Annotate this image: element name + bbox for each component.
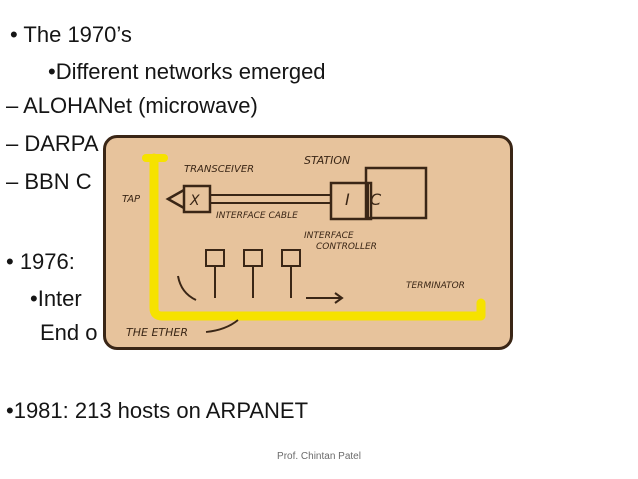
ethernet-sketch: STATION TRANSCEIVER TAP X INTERFACE CABL… [122,153,486,339]
label-interface-cable: INTERFACE CABLE [216,211,298,221]
tap-arrow [165,188,185,210]
item-bbn: – BBN C [6,169,92,194]
subbullet-inter: •Inter [30,286,82,311]
interface-controller-box [329,181,373,221]
ethernet-diagram: STATION TRANSCEIVER TAP X INTERFACE CABL… [103,135,513,350]
label-terminator: TERMINATOR [406,281,465,291]
station-box [364,166,428,220]
label-i: I [345,190,350,209]
bullet-1970s: • The 1970’s [10,22,132,47]
ether-pointer-arrow [205,319,239,333]
signal-arrow-right-head [334,292,344,304]
bullet-1976: • 1976: [6,249,75,274]
subbullet-networks-emerged: •Different networks emerged [48,59,326,84]
label-tap: TAP [122,194,141,205]
item-alohanet: – ALOHANet (microwave) [6,93,258,118]
label-transceiver: TRANSCEIVER [184,164,254,175]
label-the-ether: THE ETHER [126,326,188,339]
label-interface-controller-2: CONTROLLER [316,242,377,252]
small-station-3 [281,249,301,267]
ether-cable [149,153,486,321]
label-interface-controller-1: INTERFACE [304,231,354,241]
item-darpa: – DARPA [6,131,99,156]
footer-author: Prof. Chintan Patel [277,451,361,462]
label-c: C [370,190,382,209]
signal-arrow-left [177,275,197,301]
label-station: STATION [304,154,350,167]
small-station-1 [205,249,225,267]
subbullet-end: End o [40,320,98,345]
transceiver-box [182,184,212,214]
small-station-2 [243,249,263,267]
label-x: X [189,193,200,209]
bullet-1981: •1981: 213 hosts on ARPANET [6,398,309,423]
